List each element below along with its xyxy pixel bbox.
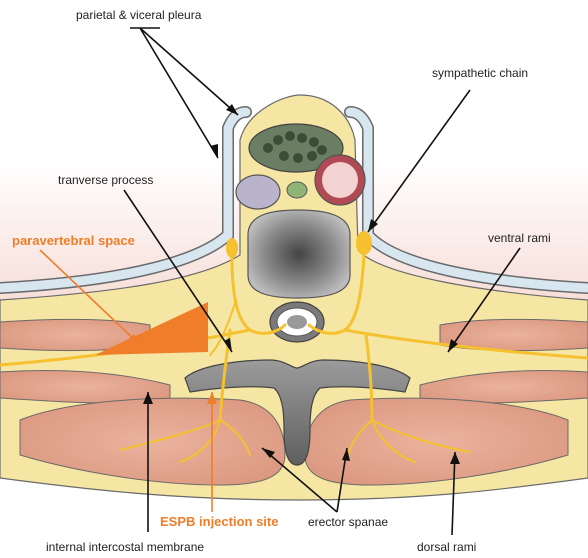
grey-matter — [287, 315, 307, 329]
sympathetic-ganglion-left — [226, 238, 238, 258]
label-ventral-rami: ventral rami — [488, 231, 551, 245]
sympathetic-ganglion-right — [356, 231, 372, 255]
aorta-lumen — [322, 162, 358, 198]
azygos-vein — [236, 175, 280, 209]
label-transverse-process: tranverse process — [58, 173, 153, 187]
label-sympathetic-chain: sympathetic chain — [432, 66, 528, 80]
label-internal-intercostal: internal intercostal membrane — [46, 540, 204, 554]
label-dorsal-rami: dorsal rami — [417, 540, 476, 554]
label-erector-spinae: erector spanae — [308, 515, 388, 529]
label-espb-site: ESPB injection site — [160, 514, 278, 529]
thoracic-duct — [287, 182, 307, 198]
label-pleura: parietal & viceral pleura — [76, 8, 202, 22]
vertebral-body — [248, 210, 350, 298]
label-paravertebral-space: paravertebral space — [12, 233, 135, 248]
